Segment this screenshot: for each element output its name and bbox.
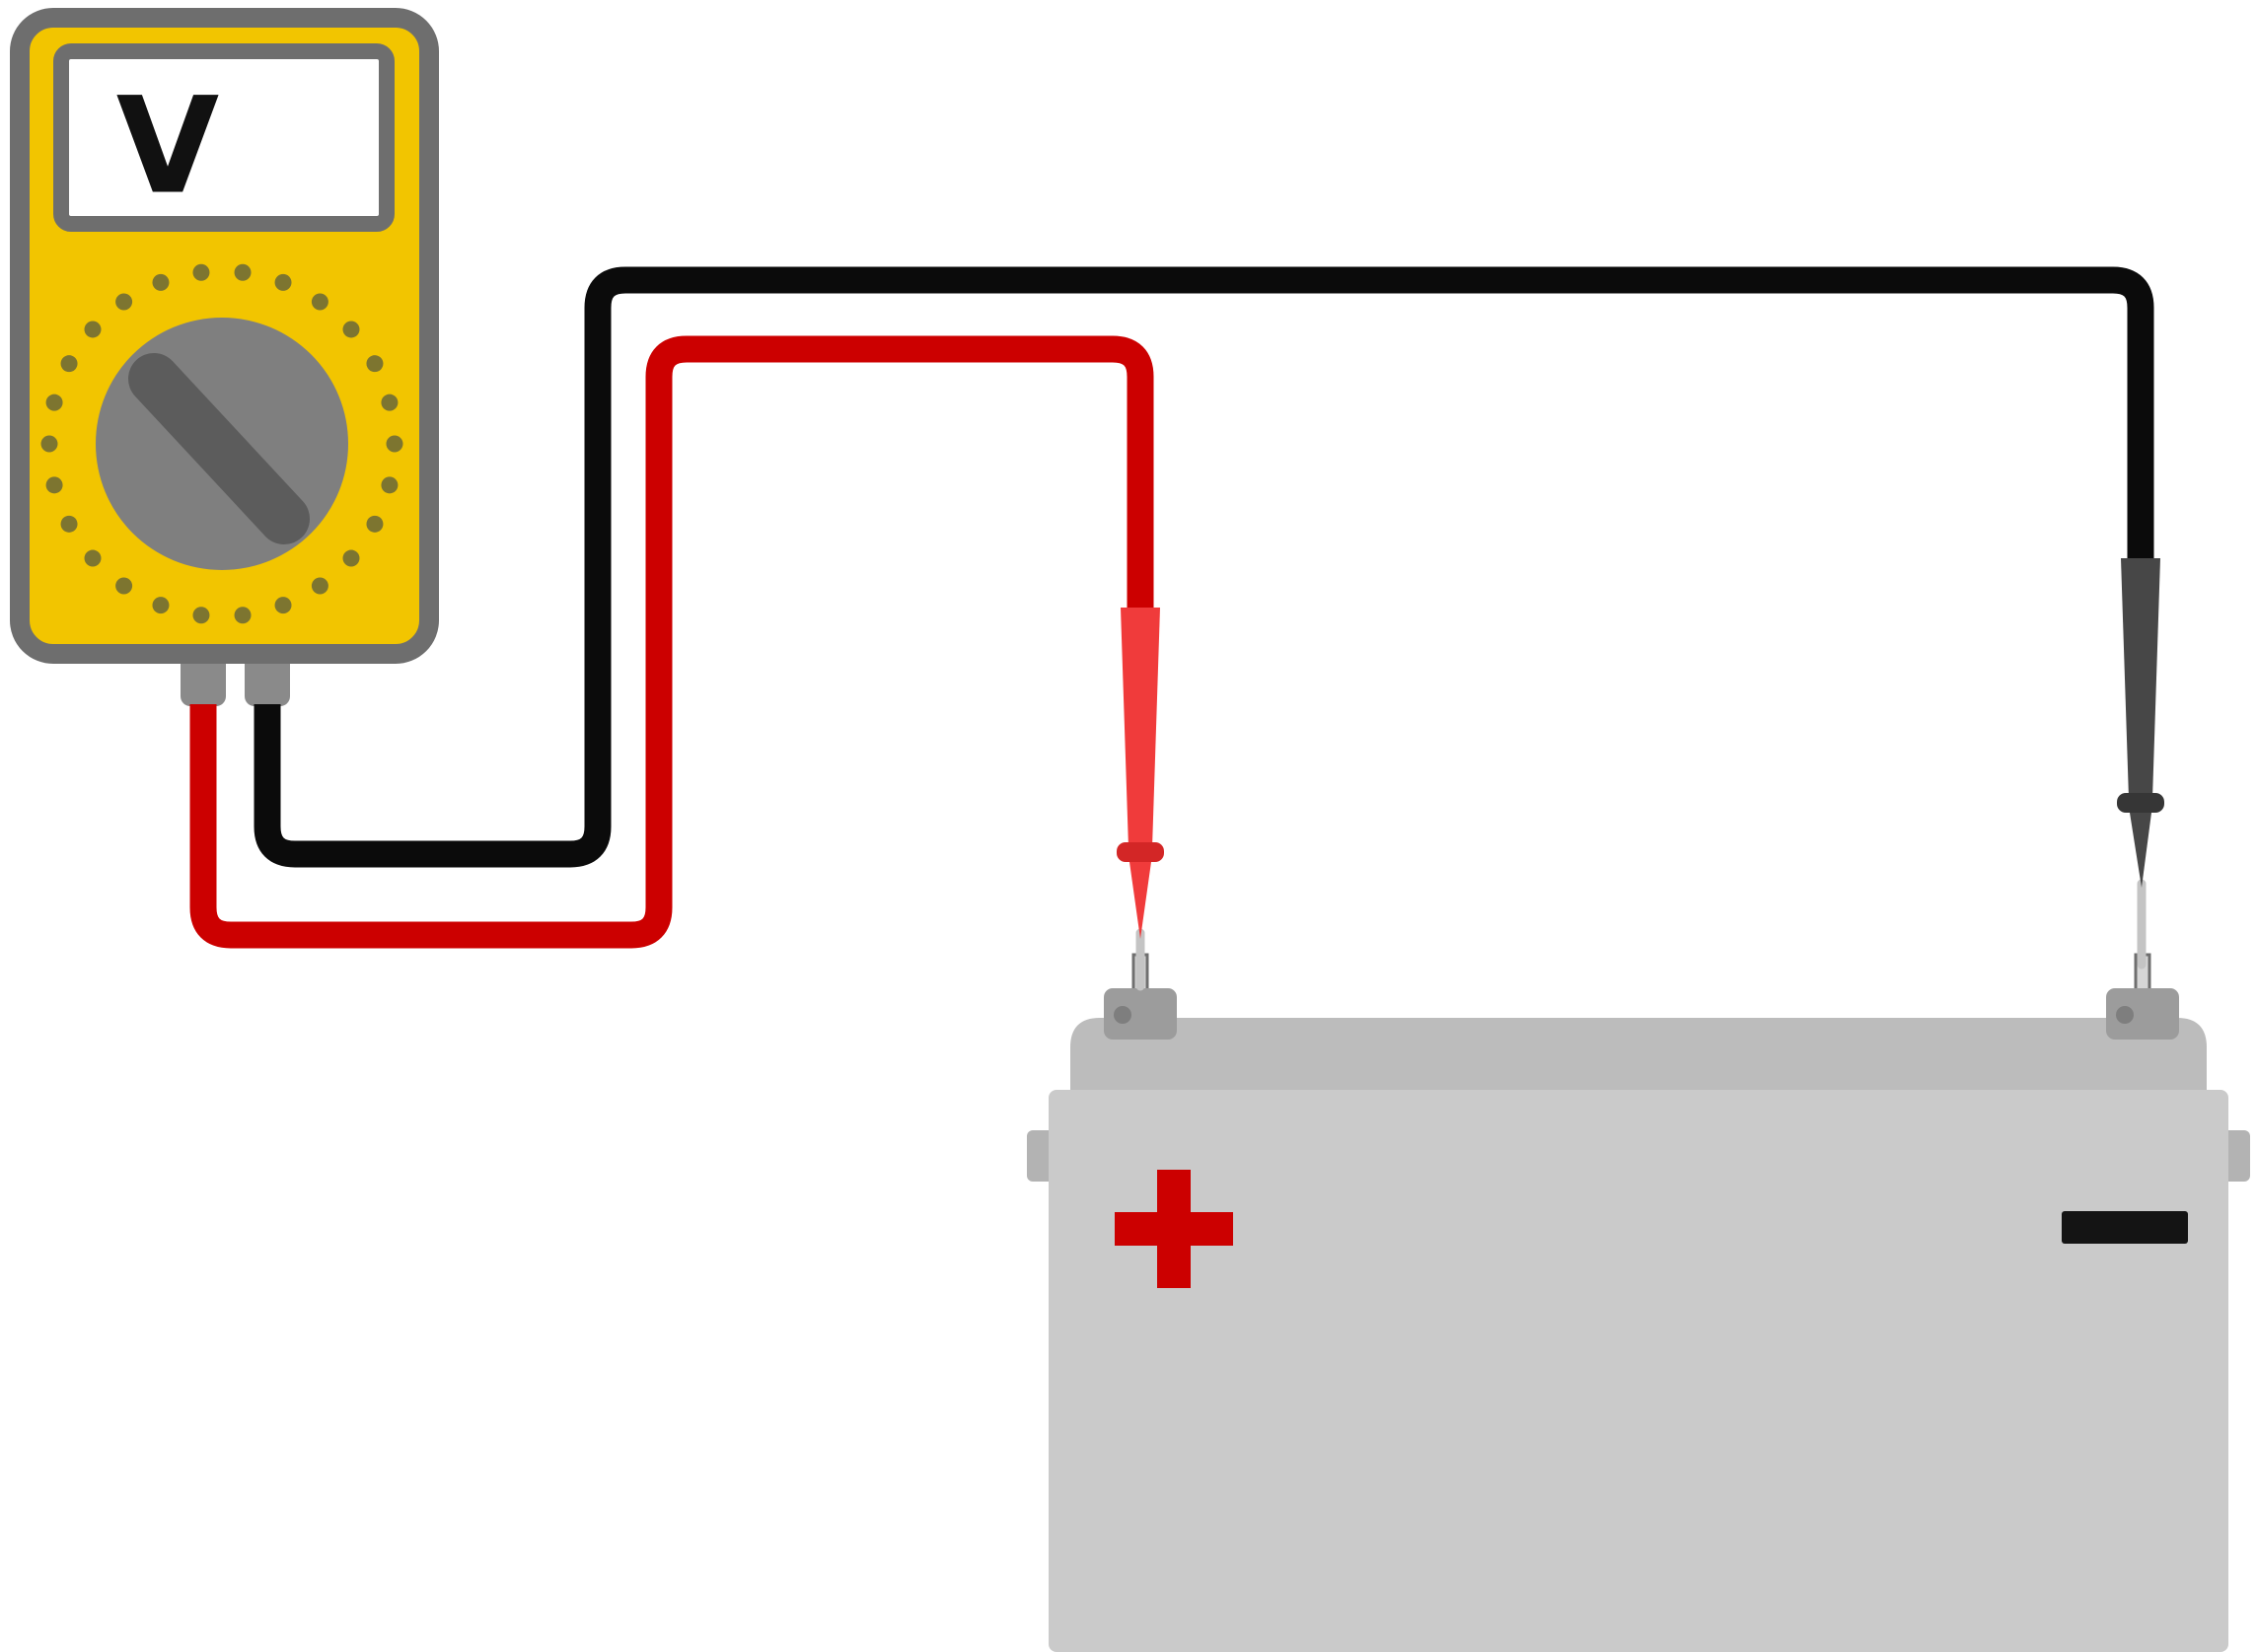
multimeter-display-label: V	[116, 69, 219, 224]
black-probe-collar	[2117, 793, 2164, 813]
battery-flange-left	[1027, 1130, 1055, 1182]
positive-symbol	[1115, 1170, 1233, 1288]
red-test-lead-wire	[189, 335, 1154, 949]
red-probe-cone	[1129, 862, 1151, 939]
battery-flange-right	[2222, 1130, 2250, 1182]
negative-symbol	[2062, 1211, 2188, 1244]
black-probe-cone	[2130, 813, 2151, 888]
positive-terminal-block	[1104, 988, 1177, 1040]
multimeter: V	[10, 8, 439, 706]
dial-pointer	[128, 353, 310, 544]
positive-terminal-bolt	[1114, 1006, 1131, 1024]
red-probe-collar	[1117, 842, 1164, 862]
black-probe	[2117, 558, 2164, 970]
battery-body	[1049, 1090, 2228, 1652]
red-probe	[1117, 608, 1164, 991]
black-probe-handle	[2121, 558, 2160, 799]
battery	[1027, 953, 2250, 1652]
multimeter-display	[53, 43, 395, 232]
black-test-lead-wire	[254, 266, 2154, 868]
negative-terminal-block	[2106, 988, 2179, 1040]
red-probe-handle	[1121, 608, 1160, 848]
dial-scale-dots	[40, 262, 403, 625]
negative-terminal-bolt	[2116, 1006, 2134, 1024]
